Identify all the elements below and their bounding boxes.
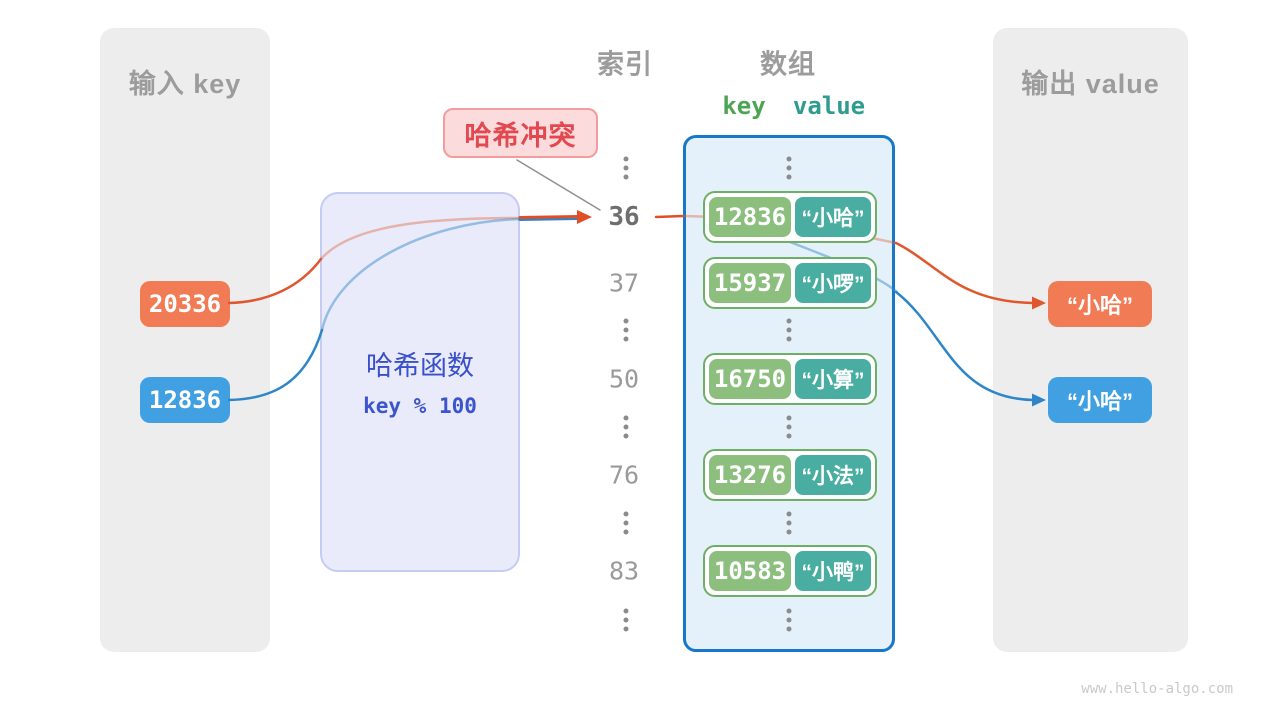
input-key-box-20336: 20336 [140,281,230,327]
index-item-83: 83 [608,556,640,586]
ellipsis-icon [786,608,792,632]
pair-value-cell: “小鸭” [795,551,871,591]
pair-row-36: 12836 “小哈” [703,191,877,243]
arrow-blue-hash-to-index [518,217,580,221]
pair-value-cell: “小算” [795,359,871,399]
pair-row-50: 16750 “小算” [703,353,877,405]
arrow-orange-hash-to-index [518,215,580,219]
array-column-title: 数组 [760,49,816,80]
index-item-50: 50 [608,364,640,394]
input-panel-title: 输入 key [128,69,242,99]
ellipsis-icon [623,415,629,439]
ellipsis-icon [623,318,629,342]
output-value-box-orange: “小哈” [1048,281,1152,327]
input-key-box-12836: 12836 [140,377,230,423]
arrowhead-to-index-36 [577,210,592,224]
ellipsis-icon [786,156,792,180]
hash-function-title: 哈希函数 [366,351,474,381]
index-column-title: 索引 [597,49,653,80]
watermark: www.hello-algo.com [1081,681,1233,697]
pair-key-cell: 12836 [709,197,791,237]
pair-key-cell: 13276 [709,455,791,495]
pair-key-cell: 10583 [709,551,791,591]
output-panel: 输出 value [993,28,1188,652]
output-panel-title: 输出 value [1021,69,1160,99]
index-item-37: 37 [608,268,640,298]
pair-row-83: 10583 “小鸭” [703,545,877,597]
pair-value-cell: “小啰” [795,263,871,303]
pair-value-cell: “小法” [795,455,871,495]
ellipsis-icon [786,318,792,342]
input-panel: 输入 key [100,28,270,652]
pair-key-cell: 15937 [709,263,791,303]
hash-collision-callout: 哈希冲突 [443,108,598,158]
array-key-header: key [722,92,766,120]
arrow-orange-index-to-array [654,214,685,219]
output-value-box-blue: “小哈” [1048,377,1152,423]
pair-key-cell: 16750 [709,359,791,399]
pair-row-76: 13276 “小法” [703,449,877,501]
pair-value-cell: “小哈” [795,197,871,237]
pair-row-37: 15937 “小啰” [703,257,877,309]
hash-function-formula: key % 100 [363,394,477,418]
ellipsis-icon [623,156,629,180]
hash-function-box [320,192,520,572]
array-value-header: value [792,92,866,120]
ellipsis-icon [623,511,629,535]
index-item-76: 76 [608,460,640,490]
ellipsis-icon [623,608,629,632]
ellipsis-icon [786,511,792,535]
index-item-36: 36 [608,202,640,232]
collision-connector-line [516,159,601,211]
ellipsis-icon [786,415,792,439]
